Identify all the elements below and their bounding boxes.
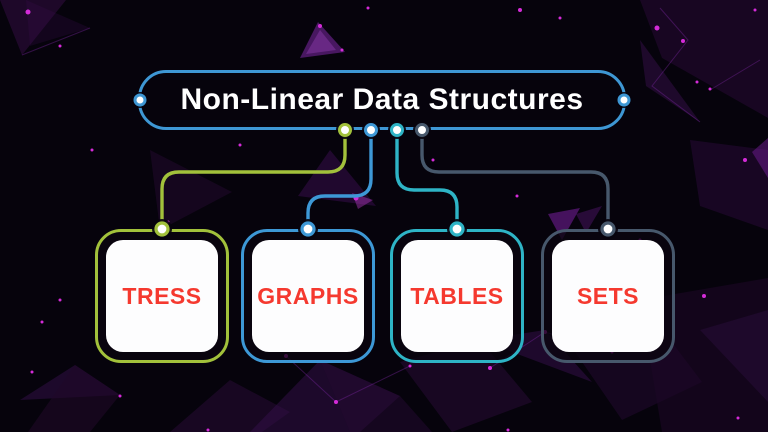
node-trees-card: TRESS xyxy=(106,240,218,352)
node-dot-sets xyxy=(600,221,616,237)
connector-graphs xyxy=(306,128,373,231)
node-trees: TRESS xyxy=(95,229,229,363)
root-node: Non-Linear Data Structures xyxy=(138,70,626,130)
node-sets-label: SETS xyxy=(576,282,640,309)
node-sets-card: SETS xyxy=(552,240,664,352)
node-dot-graphs xyxy=(300,221,316,237)
node-tables-label: TABLES xyxy=(410,282,504,309)
connector-trees xyxy=(160,128,347,231)
node-tables-card: TABLES xyxy=(401,240,513,352)
branch-dot-tables xyxy=(390,123,404,137)
node-trees-label: TRESS xyxy=(122,282,202,309)
branch-dot-graphs xyxy=(364,123,378,137)
branch-dot-trees xyxy=(338,123,352,137)
node-dot-trees xyxy=(154,221,170,237)
branch-dot-sets xyxy=(415,123,429,137)
node-graphs-label: GRAPHS xyxy=(257,282,359,309)
node-tables: TABLES xyxy=(390,229,524,363)
root-node-label: Non-Linear Data Structures xyxy=(180,83,584,116)
connector-sets xyxy=(420,128,610,231)
title-right-dot xyxy=(617,93,631,107)
node-sets: SETS xyxy=(541,229,675,363)
title-left-dot xyxy=(133,93,147,107)
node-graphs-card: GRAPHS xyxy=(252,240,364,352)
connector-tables xyxy=(395,128,459,231)
node-dot-tables xyxy=(449,221,465,237)
